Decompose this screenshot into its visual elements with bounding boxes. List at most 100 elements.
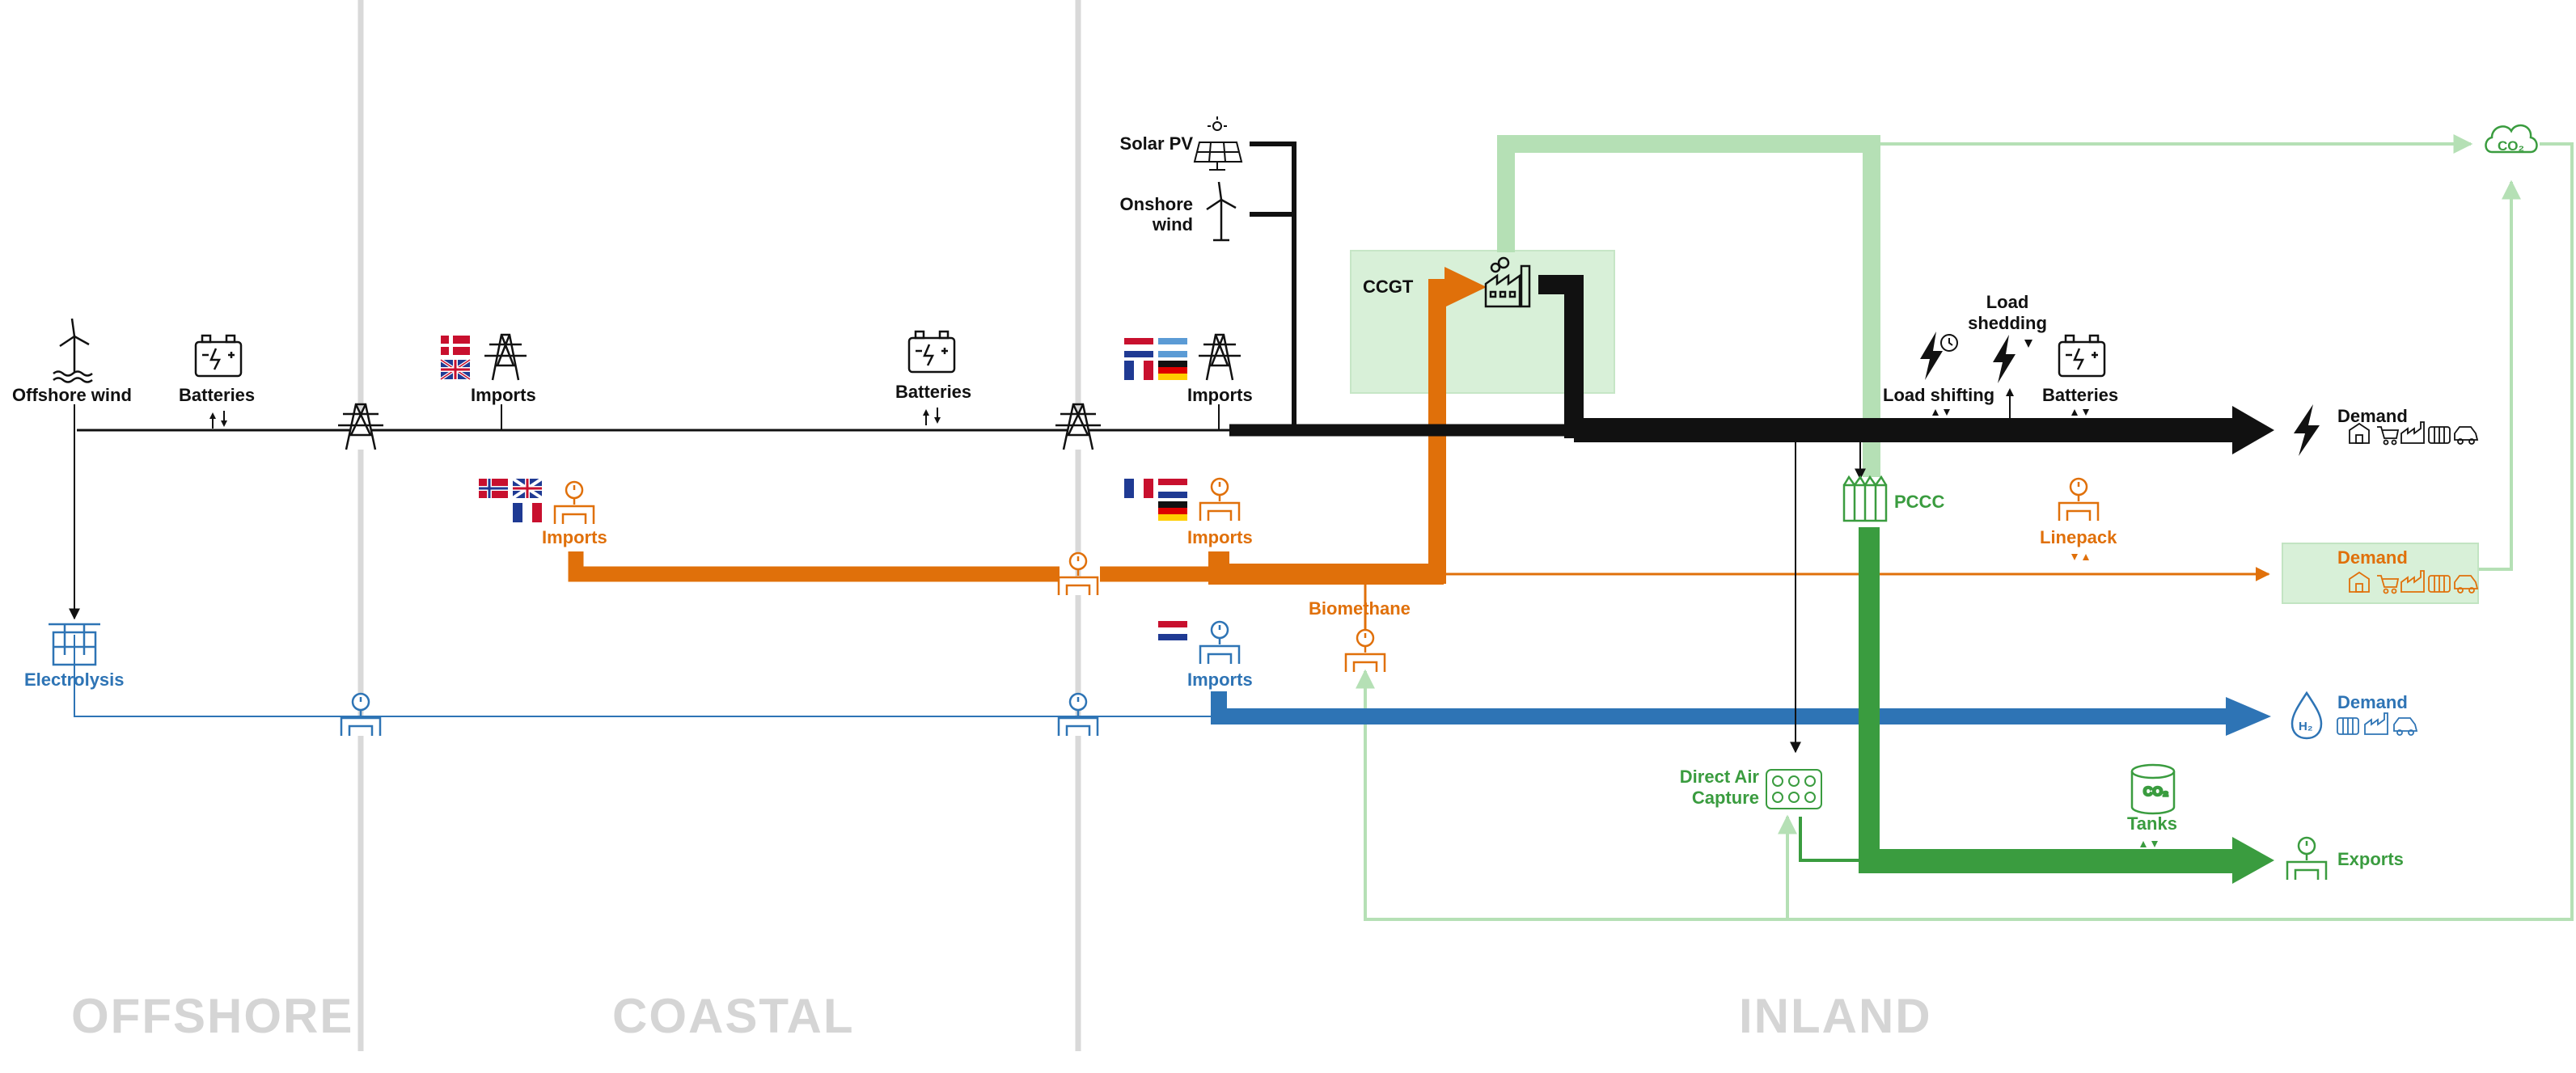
car-icon [2454,575,2479,594]
electricity-flows [69,142,2274,754]
battery-icon [2058,334,2106,378]
radiator-icon [2428,426,2451,444]
co2-flows [1799,527,2274,884]
demand-icons-electricity [2349,421,2479,446]
flag-icon [1124,361,1153,380]
label-dac-1: Direct Air [1679,767,1759,787]
flag-icon [1158,621,1187,640]
radiator-icon [2337,717,2359,735]
cart-icon [2377,575,2400,594]
flag-icon [479,479,508,498]
gas-valve-icon [1057,551,1099,595]
building-icon [2349,422,2370,444]
label-imports-gas-inland: Imports [1187,527,1253,547]
label-batteries-coastal: Batteries [895,382,972,402]
flag-icon [1124,479,1153,498]
label-ccgt: CCGT [1363,277,1414,297]
storage-arrows [209,340,2158,847]
gas-flows [568,267,2270,631]
wind-turbine-offshore-icon [53,318,93,383]
hydrogen-flows [74,635,2271,736]
lightning-icon [1920,332,1958,380]
battery-icon [194,334,243,378]
label-demand-hydrogen: Demand [2337,692,2408,712]
gas-valve-icon [1057,692,1099,736]
label-batteries-offshore: Batteries [179,385,256,405]
label-onshore-wind-2: wind [1152,214,1193,234]
battery-icon [907,330,956,374]
gas-valve-icon [1199,620,1241,664]
car-icon [2393,717,2418,736]
label-load-shedding-2: shedding [1968,313,2047,333]
label-demand-gas: Demand [2337,547,2408,568]
gas-valve-icon [2058,477,2100,521]
factory-icon [2400,421,2425,444]
pylon-icon [484,333,527,381]
label-imports-gas-coastal: Imports [542,527,607,547]
label-imports-h2-inland: Imports [1187,670,1253,690]
co2-light-flows [1356,134,2574,921]
factory-icon [2400,570,2425,593]
dac-icon [1766,769,1822,809]
pylon-icon [338,403,383,450]
gas-valve-icon [340,692,382,736]
radiator-icon [2428,575,2451,593]
co2-cloud-icon: CO₂ [2485,124,2538,154]
label-imports-elec-coastal: Imports [471,385,536,405]
label-linepack: Linepack [2040,527,2117,547]
demand-icons-hydrogen [2337,712,2418,736]
demand-icons-gas [2349,570,2479,594]
pylon-icon [1199,333,1241,381]
label-solar-pv: Solar PV [1119,133,1193,154]
flag-icon [511,477,544,500]
label-demand-electricity: Demand [2337,406,2408,426]
gas-valve-icon [1199,477,1241,521]
label-exports: Exports [2337,849,2404,869]
pccc-icon [1842,475,1888,522]
h2-glyph: H₂ [2299,720,2313,733]
flag-icon [1124,338,1153,357]
wind-turbine-icon [1206,181,1237,242]
electrolyser-icon [49,623,100,666]
label-electrolysis: Electrolysis [24,670,125,690]
flag-icon [1158,501,1187,521]
label-load-shedding-1: Load [1986,292,2029,312]
co2-glyph: CO₂ [2498,138,2524,154]
building-icon [2349,571,2370,593]
label-imports-elec-inland: Imports [1187,385,1253,405]
co2-tank-icon: CO₂ [2130,763,2176,815]
gas-demand-box [2282,543,2479,604]
pylon-icon [1055,403,1101,450]
lightning-icon [1993,335,2016,383]
zone-title-inland: INLAND [1739,989,1932,1043]
lightning-icon [2294,404,2320,456]
label-dac-2: Capture [1691,788,1759,808]
flag-icon [441,336,470,355]
car-icon [2454,426,2479,445]
flag-icon [513,503,542,522]
label-batteries-inland: Batteries [2042,385,2119,405]
water-drop-icon: H₂ [2290,691,2323,740]
flag-icon [1158,338,1187,357]
zone-title-offshore: OFFSHORE [71,989,354,1043]
cart-icon [2377,426,2400,446]
label-load-shifting: Load shifting [1883,385,1995,405]
gas-valve-icon [2286,836,2328,880]
zone-title-coastal: COASTAL [612,989,855,1043]
flag-icon [1158,479,1187,498]
power-plant-icon [1484,256,1531,308]
gas-valve-icon [553,480,595,524]
solar-panel-icon [1193,116,1243,171]
label-onshore-wind-1: Onshore [1119,194,1193,214]
factory-icon [2364,712,2388,735]
gas-valve-icon [1344,628,1386,672]
label-biomethane: Biomethane [1309,598,1411,619]
flag-icon [439,358,472,381]
label-pccc: PCCC [1894,492,1945,512]
label-tanks: Tanks [2127,813,2177,834]
co2-glyph: CO₂ [2143,785,2168,799]
zone-dividers [357,0,1081,1051]
label-offshore-wind: Offshore wind [12,385,132,405]
flag-icon [1158,361,1187,380]
